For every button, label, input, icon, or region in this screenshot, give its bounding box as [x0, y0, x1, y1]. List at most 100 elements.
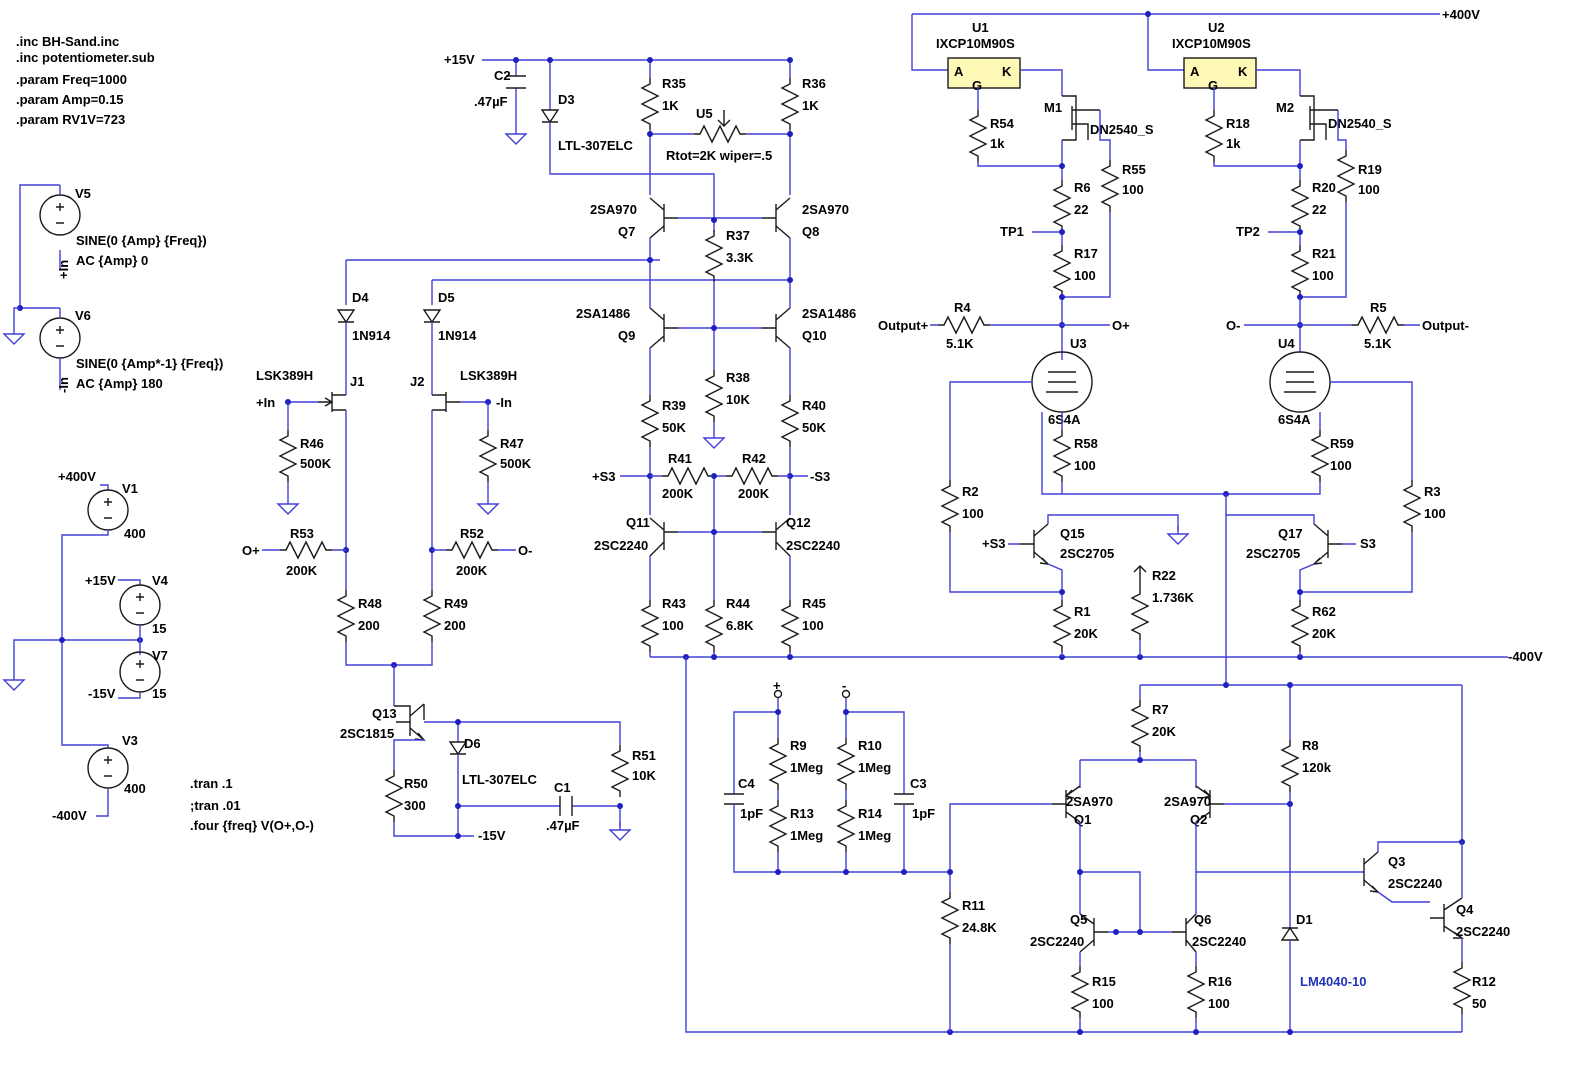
c4-label: C4	[738, 776, 755, 791]
r62-value: 20K	[1312, 626, 1336, 641]
net-s3-q17: S3	[1360, 536, 1376, 551]
output-stage-minus: A G K U2 IXCP10M90S R18 1k M2 DN2540_S R…	[1172, 20, 1469, 685]
r55-value: 100	[1122, 182, 1144, 197]
d6-value: LTL-307ELC	[462, 772, 537, 787]
r18-label: R18	[1226, 116, 1250, 131]
net-plus-15v-left: +15V	[85, 573, 116, 588]
q8-label: Q8	[802, 224, 819, 239]
r13-value: 1Meg	[790, 828, 823, 843]
supply-sources: +400V V1 400 +15V V4 15 V7 15 -15V V3 40…	[3, 469, 169, 823]
r8-value: 120k	[1302, 760, 1332, 775]
r6-label: R6	[1074, 180, 1091, 195]
net-o-plus-feedback: O+	[242, 543, 260, 558]
servo-amplifier: R7 20K R8 120k 2SA970 Q1 2SA970 Q2 Q5 2S…	[947, 682, 1510, 1035]
r46-value: 500K	[300, 456, 332, 471]
q15-label: Q15	[1060, 526, 1085, 541]
v5-label: V5	[75, 186, 91, 201]
v5-function: SINE(0 {Amp} {Freq})	[76, 233, 207, 248]
r14-value: 1Meg	[858, 828, 891, 843]
r10-label: R10	[858, 738, 882, 753]
r50-label: R50	[404, 776, 428, 791]
q7-label: Q7	[618, 224, 635, 239]
r10-value: 1Meg	[858, 760, 891, 775]
q3-label: Q3	[1388, 854, 1405, 869]
v7-label: V7	[152, 648, 168, 663]
v6-ac: AC {Amp} 180	[76, 376, 163, 391]
r12-value: 50	[1472, 996, 1486, 1011]
net-minus-15v-left: -15V	[88, 686, 116, 701]
directive-param-amp: .param Amp=0.15	[16, 92, 124, 107]
r53-value: 200K	[286, 563, 318, 578]
net-minus-400v-right: -400V	[1508, 649, 1543, 664]
r49-value: 200	[444, 618, 466, 633]
q15-value: 2SC2705	[1060, 546, 1114, 561]
r47-label: R47	[500, 436, 524, 451]
r53-label: R53	[290, 526, 314, 541]
u1-value: IXCP10M90S	[936, 36, 1015, 51]
source-v5: V5 SINE(0 {Amp} {Freq}) AC {Amp} 0 +In	[3, 184, 207, 345]
q17-value: 2SC2705	[1246, 546, 1300, 561]
r45-value: 100	[802, 618, 824, 633]
tail-current-source: Q13 2SC1815 R50 300 D6 LTL-307ELC C1 .47…	[340, 665, 656, 843]
r43-label: R43	[662, 596, 686, 611]
q10-label: Q10	[802, 328, 827, 343]
r18-value: 1k	[1226, 136, 1241, 151]
r16-label: R16	[1208, 974, 1232, 989]
q7-value: 2SA970	[590, 202, 637, 217]
c3-value: 1pF	[912, 806, 935, 821]
q12-label: Q12	[786, 515, 811, 530]
r44-label: R44	[726, 596, 751, 611]
directive-param-rv1v: .param RV1V=723	[16, 112, 125, 127]
v6-function: SINE(0 {Amp*-1} {Freq})	[76, 356, 223, 371]
r39-label: R39	[662, 398, 686, 413]
r14-label: R14	[858, 806, 883, 821]
net-plus-in: +In	[256, 395, 275, 410]
r5-value: 5.1K	[1364, 336, 1392, 351]
r4-value: 5.1K	[946, 336, 974, 351]
net-plus-400v-top: +400V	[1442, 7, 1480, 22]
u1-pin-g: G	[972, 78, 982, 93]
d1-label: D1	[1296, 912, 1313, 927]
m2-value: DN2540_S	[1328, 116, 1392, 131]
net-plus-15v-top: +15V	[444, 52, 475, 67]
r54-value: 1k	[990, 136, 1005, 151]
j1-value: LSK389H	[256, 368, 313, 383]
r1-label: R1	[1074, 604, 1091, 619]
u3-value: 6S4A	[1048, 412, 1081, 427]
net-minus-in: -In	[496, 395, 512, 410]
r35-label: R35	[662, 76, 686, 91]
r2-value: 100	[962, 506, 984, 521]
r42-value: 200K	[738, 486, 770, 501]
c2-value: .47µF	[474, 94, 508, 109]
r37-value: 3.3K	[726, 250, 754, 265]
d3-value: LTL-307ELC	[558, 138, 633, 153]
source-v6: V6 SINE(0 {Amp*-1} {Freq}) AC {Amp} 180 …	[39, 308, 223, 393]
sense-plus-terminal: +	[773, 678, 781, 693]
r40-value: 50K	[802, 420, 826, 435]
v1-value: 400	[124, 526, 146, 541]
j1-label: J1	[350, 374, 364, 389]
c3-label: C3	[910, 776, 927, 791]
r22-value: 1.736K	[1152, 590, 1195, 605]
q6-label: Q6	[1194, 912, 1211, 927]
q1-label: Q1	[1074, 812, 1091, 827]
d5-value: 1N914	[438, 328, 477, 343]
r59-label: R59	[1330, 436, 1354, 451]
q5-label: Q5	[1070, 912, 1087, 927]
directive-four: .four {freq} V(O+,O-)	[190, 818, 314, 833]
net-plus-s3-q15: +S3	[982, 536, 1006, 551]
net-o-minus-feedback: O-	[518, 543, 532, 558]
r52-value: 200K	[456, 563, 488, 578]
net-o-minus-out: O-	[1226, 318, 1240, 333]
v1-label: V1	[122, 481, 138, 496]
c4-value: 1pF	[740, 806, 763, 821]
r3-value: 100	[1424, 506, 1446, 521]
q5-value: 2SC2240	[1030, 934, 1084, 949]
v3-value: 400	[124, 781, 146, 796]
directive-tran: .tran .1	[190, 776, 233, 791]
d4-label: D4	[352, 290, 369, 305]
r15-value: 100	[1092, 996, 1114, 1011]
r39-value: 50K	[662, 420, 686, 435]
q8-value: 2SA970	[802, 202, 849, 217]
